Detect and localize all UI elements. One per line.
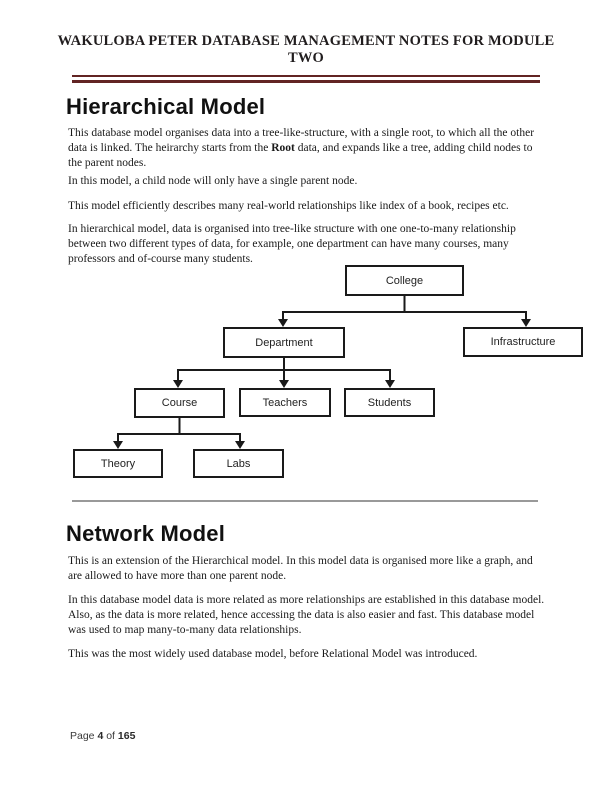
heading-hierarchical-model: Hierarchical Model [66,94,266,119]
paragraph-single-parent: In this model, a child node will only ha… [68,175,358,187]
page-header-title: WAKULOBA PETER DATABASE MANAGEMENT NOTES… [57,33,555,66]
paragraph-hierarchical-intro: This database model organises data into … [68,126,546,171]
footer-page-number: 4 [97,730,104,742]
paragraph-one-to-many: In hierarchical model, data is organised… [68,223,516,265]
arrowheads [113,319,531,449]
footer-label: Page [70,730,98,742]
footer-label: of [103,730,118,742]
paragraph-text: data, and expands like a tree, adding ch… [68,142,533,169]
paragraph-real-world: This model efficiently describes many re… [68,200,509,212]
diagram-node-teachers: Teachers [239,388,331,417]
paragraph-network-history: This was the most widely used database m… [68,648,478,660]
diagram-node-college: College [345,265,464,296]
diagram-node-infrastructure: Infrastructure [463,327,583,357]
bold-term-root: Root [271,142,295,154]
header-double-rule [72,75,540,83]
paragraph-network-intro: This is an extension of the Hierarchical… [68,555,533,582]
diagram-node-department: Department [223,327,345,358]
paragraph-network-relations: In this database model data is more rela… [68,594,545,636]
diagram-node-labs: Labs [193,449,284,478]
footer-total-pages: 165 [117,730,136,742]
page-footer: Page 4 of 165 [70,730,135,742]
diagram-connector-lines [113,296,531,449]
heading-network-model: Network Model [66,521,226,546]
diagram-node-students: Students [344,388,435,417]
diagram-node-course: Course [134,388,225,418]
diagram-node-theory: Theory [73,449,163,478]
section-divider-rule [72,500,538,502]
hierarchical-tree-diagram: College Department Infrastructure Course… [0,260,612,488]
paragraph-text: This database model organises data into … [68,127,535,154]
